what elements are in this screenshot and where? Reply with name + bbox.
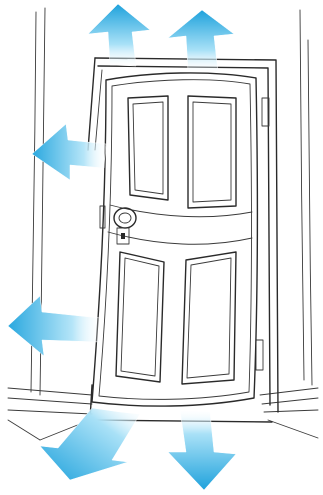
arrow-bottom-left	[40, 408, 140, 480]
arrow-top-left	[88, 4, 150, 66]
arrow-left-lower	[8, 296, 100, 356]
arrow-top-right	[168, 10, 234, 72]
